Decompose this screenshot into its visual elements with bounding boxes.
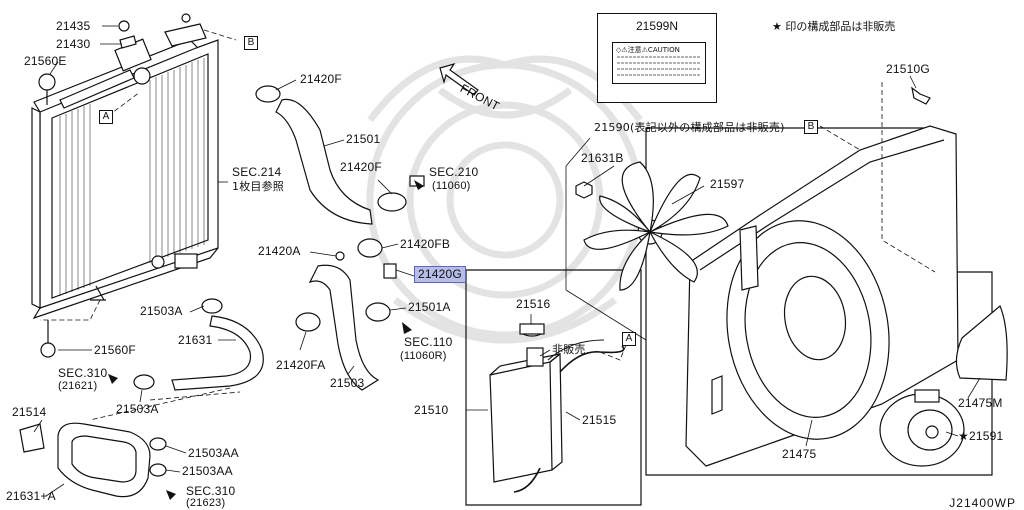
reservoir-panel (465, 269, 642, 506)
label-21631b: 21631B (581, 151, 624, 165)
label-21420g-highlight[interactable]: 21420G (414, 266, 466, 283)
label-sec310-a-ref: (21621) (58, 380, 98, 392)
label-21510: 21510 (414, 403, 449, 417)
drain-plug-lower (40, 342, 56, 358)
caution-lines (617, 56, 701, 76)
label-21420f-mid: 21420F (340, 160, 382, 174)
label-21514: 21514 (12, 405, 47, 419)
label-21631a: 21631+A (6, 489, 56, 503)
label-21591: ★21591 (958, 429, 1004, 443)
label-sec214-sub: 1枚目参照 (232, 180, 284, 193)
label-21503a-top: 21503A (140, 304, 183, 318)
label-21501: 21501 (346, 132, 381, 146)
label-21631: 21631 (178, 333, 213, 347)
label-sec210: SEC.210 (429, 165, 479, 179)
label-21510g: 21510G (886, 62, 930, 76)
caution-label-card: 21599N ◇⚠注意⚠CAUTION (597, 13, 717, 103)
label-sec310-a: SEC.310 (58, 366, 108, 380)
label-21430: 21430 (56, 37, 91, 51)
ref-box-b-left: B (244, 36, 258, 50)
seal-21475m (955, 305, 1008, 381)
ref-box-a-right: A (622, 332, 636, 346)
radiator (31, 38, 219, 320)
label-21597: 21597 (710, 177, 745, 191)
diagram-code: J21400WP (949, 496, 1016, 510)
fan-blade (583, 161, 729, 291)
label-21420fb: 21420FB (400, 237, 451, 251)
not-sold-note: ★ 印の構成部品は非販売 (772, 20, 896, 33)
label-not-sold: 非販売 (552, 343, 586, 356)
label-21420a: 21420A (258, 244, 301, 258)
reserve-hose (171, 315, 264, 391)
lower-hose (308, 264, 380, 391)
label-21503aa-2: 21503AA (182, 464, 233, 478)
upper-hose (275, 98, 373, 225)
front-arrow (439, 62, 479, 96)
caution-text: ◇⚠注意⚠CAUTION (616, 46, 680, 54)
reservoir-tank (489, 361, 553, 483)
watermark-emblem (366, 55, 644, 344)
label-21503: 21503 (330, 376, 365, 390)
label-21516: 21516 (516, 297, 551, 311)
label-21420f-top: 21420F (300, 72, 342, 86)
drain-plug-upper (38, 73, 56, 91)
bracket-21514 (19, 423, 45, 453)
label-sec214: SEC.214 (232, 165, 282, 179)
ref-box-a-left: A (99, 110, 113, 124)
label-sec210-ref: (11060) (432, 180, 471, 192)
label-sec310-b-ref: (21623) (186, 497, 226, 509)
label-21475: 21475 (782, 447, 817, 461)
lower-hose-a (57, 422, 151, 498)
label-21475m: 21475M (958, 396, 1003, 410)
nut-21631b (575, 181, 593, 199)
label-21420fa: 21420FA (276, 358, 326, 372)
label-21590: 21590(表記以外の構成部品は非販売) (594, 121, 785, 134)
label-21503a-bot: 21503A (116, 402, 159, 416)
label-21560f: 21560F (94, 343, 136, 357)
label-sec110-ref: (11060R) (400, 350, 447, 362)
label-21435: 21435 (56, 19, 91, 33)
caution-sticker: ◇⚠注意⚠CAUTION (612, 42, 706, 84)
fan-motor (879, 389, 965, 467)
label-21515: 21515 (582, 413, 617, 427)
ref-box-b-right: B (804, 120, 818, 134)
label-21560e: 21560E (24, 54, 67, 68)
label-21501a: 21501A (408, 300, 451, 314)
label-21503aa-1: 21503AA (188, 446, 239, 460)
label-sec110: SEC.110 (404, 335, 453, 349)
label-21599n: 21599N (635, 19, 679, 33)
label-sec310-b: SEC.310 (186, 484, 236, 498)
bolt-21510g (911, 86, 931, 105)
